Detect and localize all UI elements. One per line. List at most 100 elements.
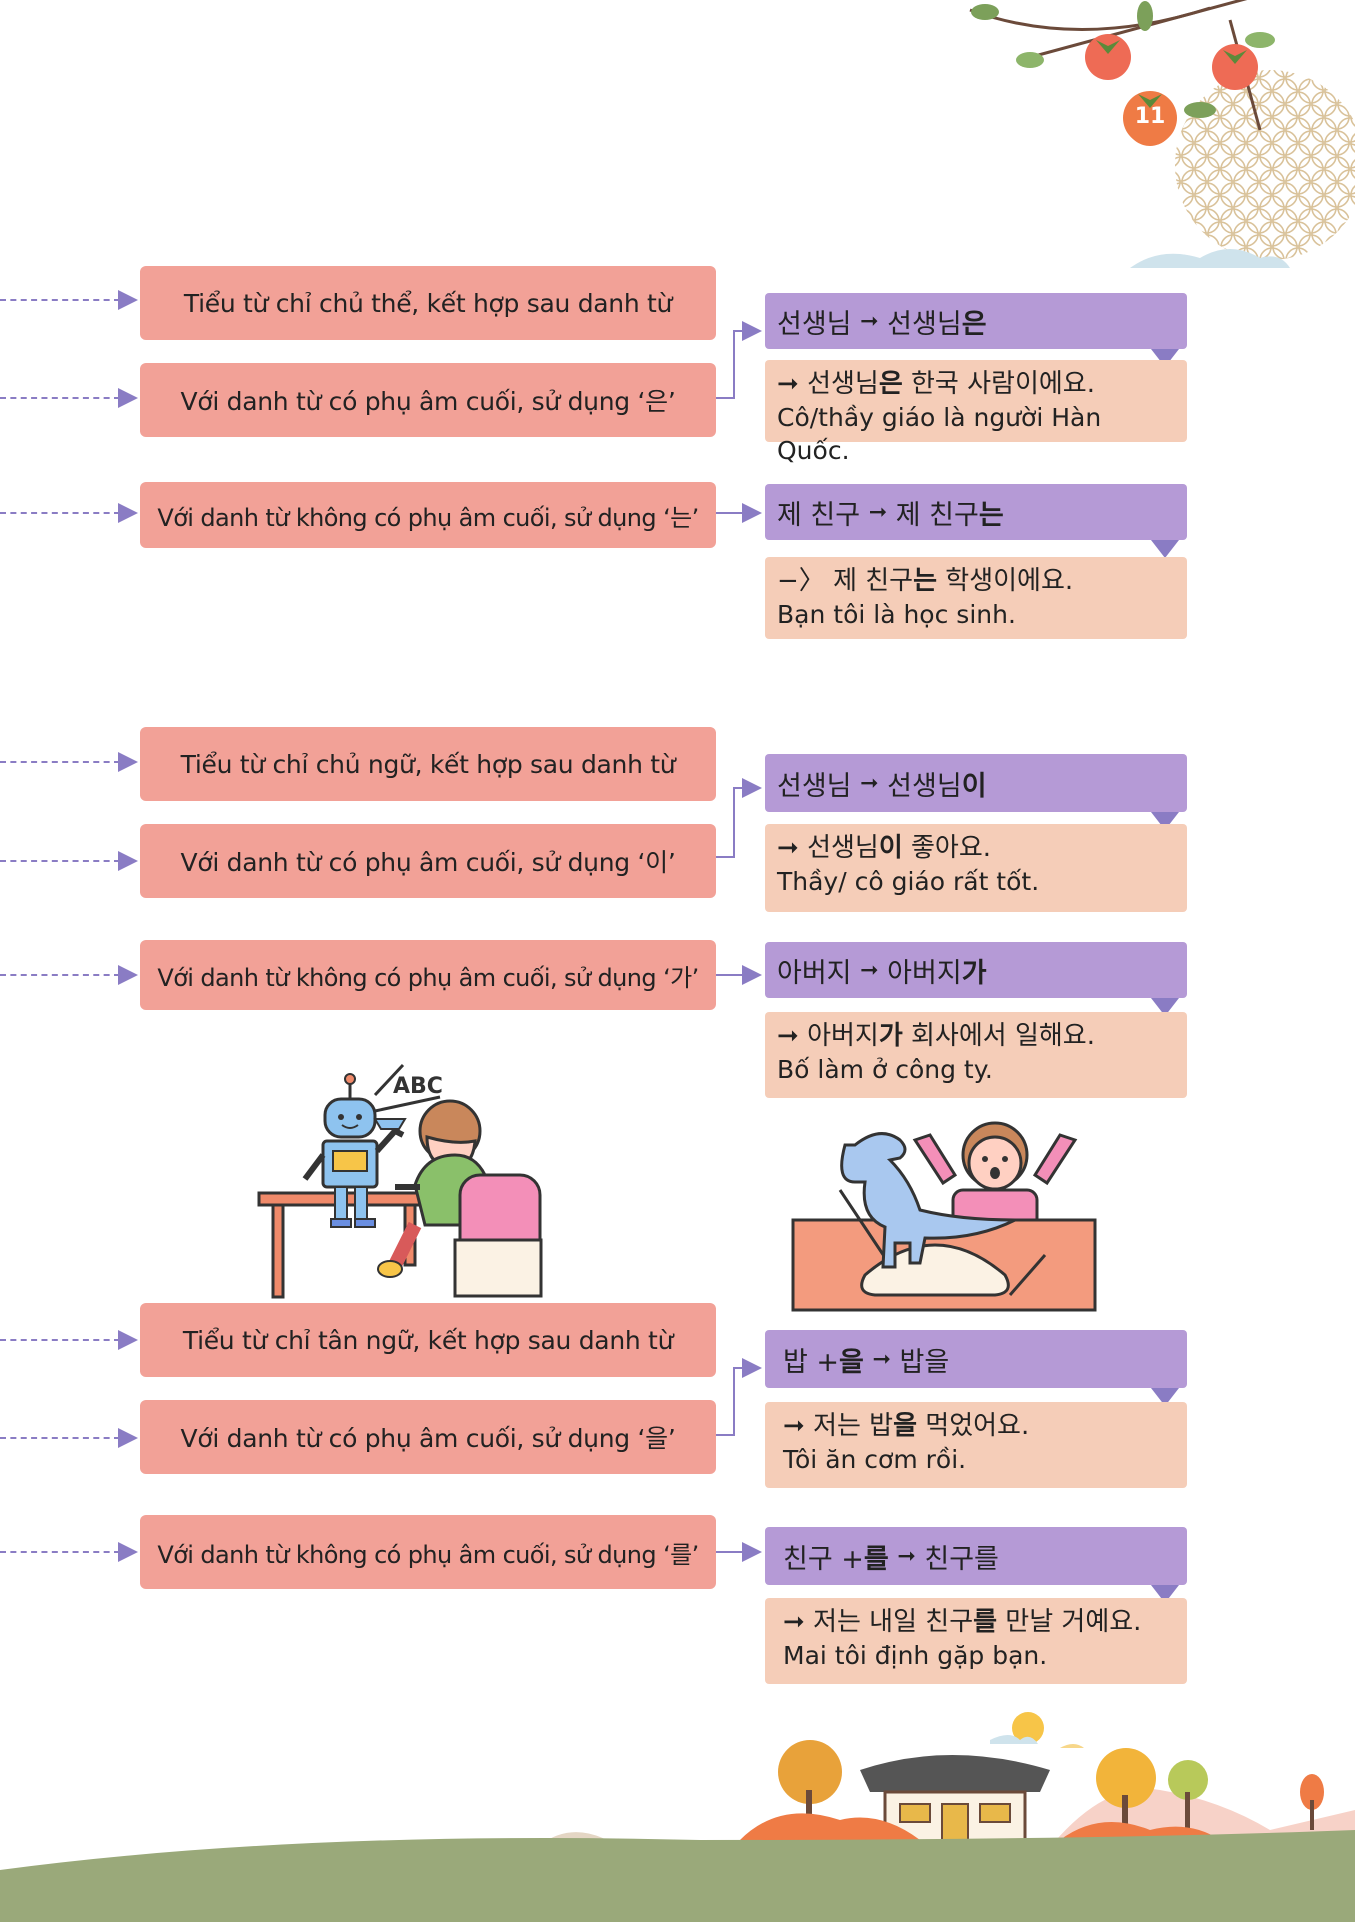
head-particle: 을 xyxy=(924,1346,950,1378)
sentence-rest: 한국 사람이에요. xyxy=(902,369,1095,399)
head-result: 밥 xyxy=(899,1346,925,1378)
rule-box: Với danh từ có phụ âm cuối, sử dụng ‘이’ xyxy=(140,824,716,898)
head-particle: 를 xyxy=(974,1543,999,1575)
head-base: 선생님 xyxy=(777,308,852,340)
connector-arrow xyxy=(118,752,138,772)
sentence-noun: 선생님 xyxy=(807,833,879,863)
connector-arrow xyxy=(118,290,138,310)
connector-dash xyxy=(0,860,120,862)
translation: Bạn tôi là học sinh. xyxy=(777,600,1016,629)
connector-dash xyxy=(0,1339,120,1341)
bracket-line xyxy=(733,1367,735,1436)
connector-arrow xyxy=(742,1542,762,1562)
head-particle: 은 xyxy=(961,308,987,340)
head-result: 제 친구 xyxy=(895,499,979,531)
connector-arrow xyxy=(742,965,762,985)
connector-arrow xyxy=(742,1358,762,1378)
head-result: 친구 xyxy=(924,1543,975,1575)
head-result: 선생님 xyxy=(887,770,962,802)
sentence-noun: 선생님 xyxy=(807,369,879,399)
arrow-icon: ➞ xyxy=(783,1607,814,1637)
bracket-line xyxy=(733,330,745,332)
arrow-icon: ➞ xyxy=(868,499,888,525)
example-body: ➞ 선생님은 한국 사람이에요. Cô/thầy giáo là người H… xyxy=(765,360,1187,465)
connector-arrow xyxy=(742,321,762,341)
sentence-pre: 저는 내일 xyxy=(813,1607,926,1637)
rule-box: Với danh từ có phụ âm cuối, sử dụng ‘을’ xyxy=(140,1400,716,1474)
sentence-noun: 친구 xyxy=(925,1607,974,1637)
connector-dash xyxy=(0,397,120,399)
landscape-decoration xyxy=(0,1712,1355,1922)
page-number: 11 xyxy=(1134,104,1166,129)
example-body: ➞ 선생님이 좋아요. Thầy/ cô giáo rất tốt. xyxy=(765,824,1187,912)
arrow-icon: ➞ xyxy=(860,957,879,983)
sentence-noun: 제 친구 xyxy=(833,566,914,596)
rule-box: Với danh từ không có phụ âm cuối, sử dụn… xyxy=(140,1515,716,1589)
triangle-icon xyxy=(1151,540,1179,558)
line xyxy=(374,1095,441,1113)
translation: Tôi ăn cơm rồi. xyxy=(783,1445,967,1474)
sentence-particle: 는 xyxy=(913,566,938,596)
dinosaur-child-illustration xyxy=(791,1121,1097,1312)
arrow-icon: ➞ xyxy=(783,1411,814,1441)
example-body: −〉 제 친구는 학생이에요. Bạn tôi là học sinh. xyxy=(765,557,1187,639)
arrow-icon: ➞ xyxy=(897,1543,916,1569)
translation: Bố làm ở công ty. xyxy=(777,1055,993,1084)
rule-box: Tiểu từ chỉ tân ngữ, kết hợp sau danh từ xyxy=(140,1303,716,1377)
bracket-line xyxy=(716,512,744,514)
connector-arrow xyxy=(118,851,138,871)
sentence-rest: 먹었어요. xyxy=(917,1411,1030,1441)
rule-box: Tiểu từ chỉ chủ thể, kết hợp sau danh từ xyxy=(140,266,716,340)
arrow-icon: −〉 xyxy=(777,566,834,596)
bracket-line xyxy=(733,1367,745,1369)
connector-arrow xyxy=(118,1542,138,1562)
sentence-noun: 아버지 xyxy=(807,1021,879,1051)
translation: Cô/thầy giáo là người Hàn Quốc. xyxy=(777,403,1102,465)
head-particle: 이 xyxy=(961,770,987,802)
connector-dash xyxy=(0,974,120,976)
arrow-icon: ➞ xyxy=(860,308,879,334)
triangle-icon xyxy=(1151,1388,1179,1406)
bracket-line xyxy=(716,397,734,399)
connector-arrow xyxy=(742,778,762,798)
sentence-particle: 은 xyxy=(878,369,903,399)
connector-dash xyxy=(0,512,120,514)
head-base: 친구 + xyxy=(783,1543,864,1575)
head-particle: 을 xyxy=(839,1346,864,1378)
example-body: ➞ 저는 밥을 먹었어요. Tôi ăn cơm rồi. xyxy=(765,1402,1187,1488)
bracket-line xyxy=(716,1434,734,1436)
connector-dash xyxy=(0,299,120,301)
sentence-particle: 가 xyxy=(878,1021,903,1051)
connector-arrow xyxy=(742,503,762,523)
rule-box: Với danh từ không có phụ âm cuối, sử dụn… xyxy=(140,482,716,548)
sentence-rest: 좋아요. xyxy=(902,833,992,863)
persimmon-branch-decoration xyxy=(969,0,1355,268)
example-body: ➞ 저는 내일 친구를 만날 거예요. Mai tôi định gặp bạn… xyxy=(765,1598,1187,1684)
connector-dash xyxy=(0,1437,120,1439)
sentence-rest: 학생이에요. xyxy=(937,566,1074,596)
sentence-rest: 회사에서 일해요. xyxy=(902,1021,1095,1051)
bracket-line xyxy=(733,330,735,399)
head-particle: 를 xyxy=(863,1543,889,1575)
connector-arrow xyxy=(118,388,138,408)
head-base: 밥 + xyxy=(783,1346,840,1378)
connector-dash xyxy=(0,1551,120,1553)
connector-arrow xyxy=(118,503,138,523)
sentence-particle: 를 xyxy=(973,1607,998,1637)
head-particle: 가 xyxy=(961,957,987,989)
arrow-icon: ➞ xyxy=(777,369,808,399)
triangle-icon xyxy=(1151,998,1179,1016)
sentence-particle: 을 xyxy=(893,1411,918,1441)
head-result: 선생님 xyxy=(887,308,962,340)
bracket-line xyxy=(716,856,734,858)
arrow-icon: ➞ xyxy=(860,770,879,796)
bracket-line xyxy=(716,1551,744,1553)
translation: Thầy/ cô giáo rất tốt. xyxy=(777,867,1040,896)
sentence-rest: 만날 거예요. xyxy=(997,1607,1142,1637)
head-base: 제 친구 xyxy=(777,499,861,531)
head-base: 선생님 xyxy=(777,770,852,802)
rule-box: Với danh từ có phụ âm cuối, sử dụng ‘은’ xyxy=(140,363,716,437)
